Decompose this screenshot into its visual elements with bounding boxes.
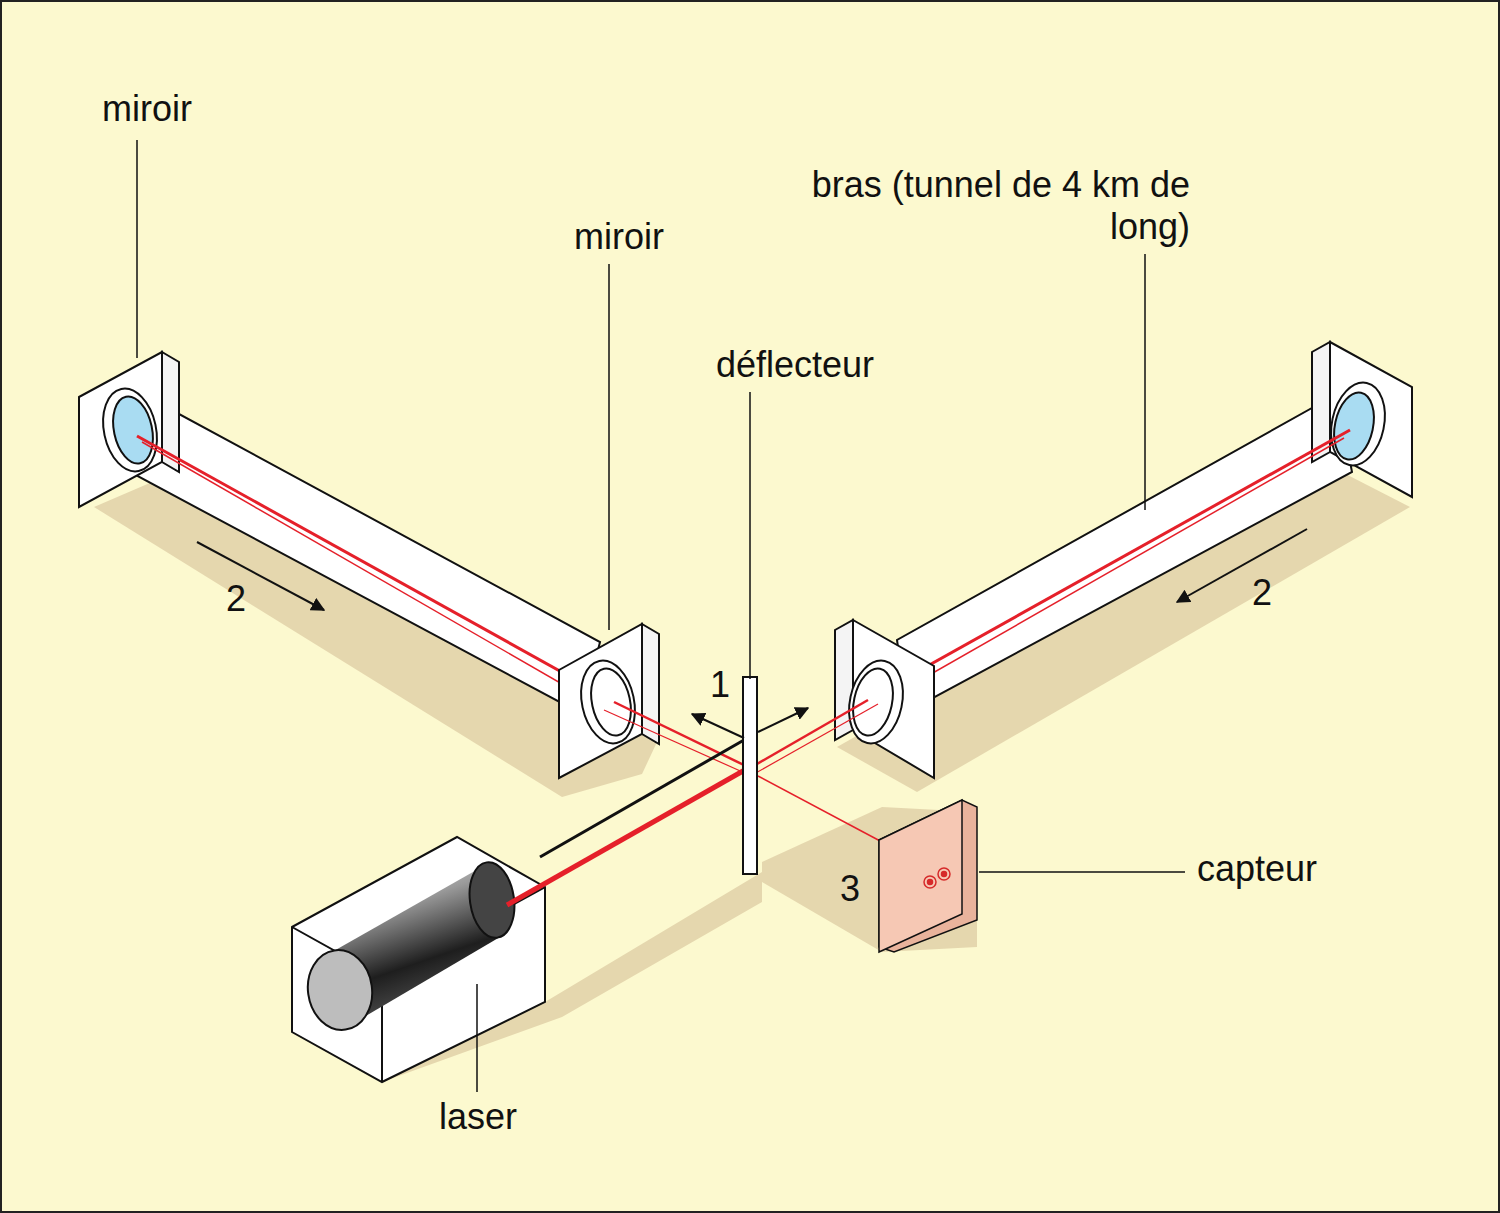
- part-label: miroir: [574, 216, 664, 258]
- callout-number: 3: [840, 868, 860, 910]
- laser-source: [292, 837, 545, 1082]
- part-label: déflecteur: [716, 344, 874, 386]
- beam-splitter: [743, 677, 757, 874]
- callout-number: 1: [710, 664, 730, 706]
- leader-line: [137, 140, 1185, 1092]
- part-label: laser: [439, 1096, 517, 1138]
- direction-arrow: [197, 529, 1307, 738]
- laser-beam: [507, 767, 750, 905]
- callout-number: 2: [226, 578, 246, 620]
- part-label: miroir: [102, 88, 192, 130]
- arm-tube: [897, 394, 1352, 712]
- part-label: capteur: [1197, 848, 1317, 890]
- sensor-panel: [879, 800, 977, 952]
- mirror: [79, 352, 179, 507]
- callout-number: 2: [1252, 572, 1272, 614]
- reference-line: [540, 740, 744, 857]
- mirror: [559, 624, 659, 778]
- part-label: bras (tunnel de 4 km de long): [790, 164, 1190, 248]
- mirror: [1312, 342, 1412, 497]
- laser-beam: [137, 430, 1350, 707]
- mirror: [835, 620, 934, 778]
